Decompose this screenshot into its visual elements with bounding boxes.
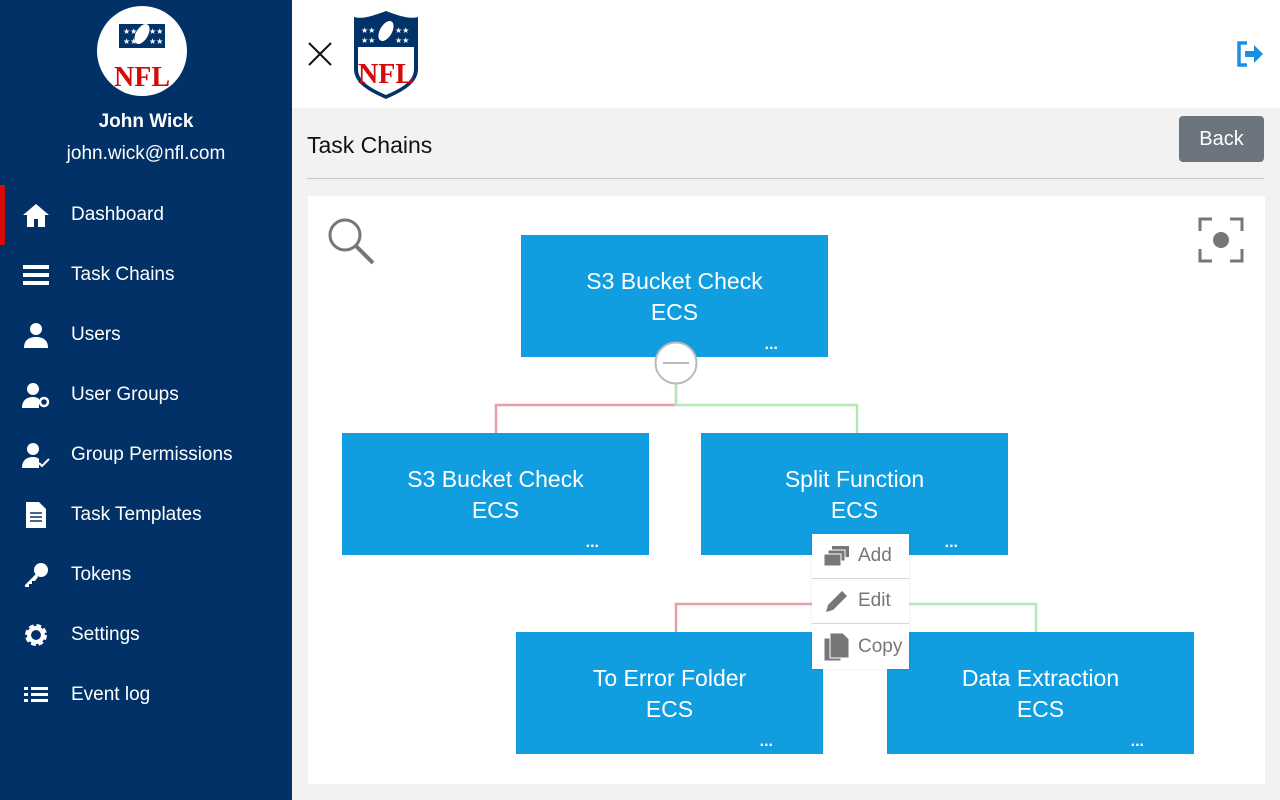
sidebar: NFL★★★★★★★★ John Wick john.wick@nfl.com … [0, 0, 292, 800]
svg-text:★★: ★★ [149, 27, 163, 36]
svg-text:★★: ★★ [395, 36, 409, 45]
document-icon [22, 501, 50, 529]
list-bars-icon [22, 264, 50, 286]
node-name: Split Function [784, 466, 925, 492]
user-avatar: NFL★★★★★★★★ [97, 6, 187, 96]
sidebar-item-users[interactable]: Users [0, 305, 292, 365]
sidebar-item-label: User Groups [71, 384, 179, 405]
fail-connector [674, 602, 812, 632]
sidebar-item-label: Tokens [71, 564, 132, 585]
svg-text:★★: ★★ [395, 26, 409, 35]
add-icon [823, 546, 849, 567]
logout-icon[interactable] [1236, 40, 1264, 68]
node-type: ECS [645, 696, 694, 722]
sidebar-item-dashboard[interactable]: Dashboard [0, 185, 292, 245]
back-button[interactable]: Back [1179, 116, 1264, 162]
sidebar-nav: Dashboard Task Chains Users User Groups … [0, 185, 292, 725]
svg-text:NFL: NFL [114, 62, 170, 93]
menu-item-label: Add [858, 545, 892, 566]
sidebar-item-group-permissions[interactable]: Group Permissions [0, 425, 292, 485]
sidebar-item-label: Group Permissions [71, 444, 233, 465]
svg-text:★★: ★★ [123, 37, 137, 46]
search-icon[interactable] [326, 216, 378, 266]
sidebar-item-label: Dashboard [71, 204, 164, 225]
node-more-button[interactable]: ... [1130, 733, 1144, 750]
pencil-icon [826, 591, 847, 612]
key-icon [22, 562, 50, 588]
sidebar-item-label: Event log [71, 684, 151, 705]
node-more-button[interactable]: ... [759, 733, 773, 750]
node-more-button[interactable]: ... [764, 336, 778, 353]
sidebar-item-event-log[interactable]: Event log [0, 665, 292, 725]
sidebar-item-task-templates[interactable]: Task Templates [0, 485, 292, 545]
menu-item-copy[interactable]: Copy [812, 624, 909, 669]
user-name: John Wick [98, 111, 194, 132]
user-gear-icon [22, 382, 50, 408]
menu-item-add[interactable]: Add [812, 534, 909, 579]
sidebar-item-user-groups[interactable]: User Groups [0, 365, 292, 425]
page-title: Task Chains [307, 132, 433, 158]
sidebar-item-tokens[interactable]: Tokens [0, 545, 292, 605]
sidebar-item-label: Task Templates [71, 504, 202, 525]
menu-item-label: Edit [858, 590, 891, 611]
node-name: S3 Bucket Check [586, 268, 763, 294]
top-bar: NFL★★★★★★★★ [292, 0, 1280, 108]
copy-icon [823, 632, 850, 661]
sidebar-item-label: Task Chains [71, 264, 175, 285]
node-more-button[interactable]: ... [585, 534, 599, 551]
sidebar-item-label: Users [71, 324, 121, 345]
svg-text:★★: ★★ [149, 37, 163, 46]
menu-item-label: Copy [858, 635, 903, 657]
node-type: ECS [650, 299, 699, 325]
collapse-icon[interactable] [654, 341, 698, 385]
node-name: To Error Folder [592, 665, 747, 691]
svg-text:★★: ★★ [361, 36, 375, 45]
divider [307, 178, 1264, 179]
node-type: ECS [471, 497, 520, 523]
node-name: S3 Bucket Check [407, 466, 584, 492]
success-connector [908, 602, 1038, 632]
node-type: ECS [830, 497, 879, 523]
node-type: ECS [1016, 696, 1065, 722]
nfl-logo: NFL★★★★★★★★ [354, 11, 418, 99]
home-icon [22, 202, 50, 228]
node-name: Data Extraction [961, 665, 1120, 691]
svg-text:★★: ★★ [361, 26, 375, 35]
node-more-button[interactable]: ... [944, 534, 958, 551]
sidebar-item-label: Settings [71, 624, 140, 645]
sidebar-item-task-chains[interactable]: Task Chains [0, 245, 292, 305]
sidebar-item-settings[interactable]: Settings [0, 605, 292, 665]
user-check-icon [22, 442, 50, 468]
success-connector [674, 384, 859, 433]
fail-connector [494, 384, 678, 433]
svg-text:★★: ★★ [123, 27, 137, 36]
user-email: john.wick@nfl.com [66, 143, 226, 164]
menu-item-edit[interactable]: Edit [812, 579, 909, 624]
svg-text:NFL: NFL [358, 59, 414, 90]
close-icon[interactable] [306, 40, 334, 68]
node-context-menu: Add Edit Copy [812, 534, 909, 669]
gear-icon [22, 622, 50, 648]
user-icon [22, 322, 50, 348]
list-icon [22, 686, 50, 704]
fit-view-icon[interactable] [1198, 217, 1244, 263]
